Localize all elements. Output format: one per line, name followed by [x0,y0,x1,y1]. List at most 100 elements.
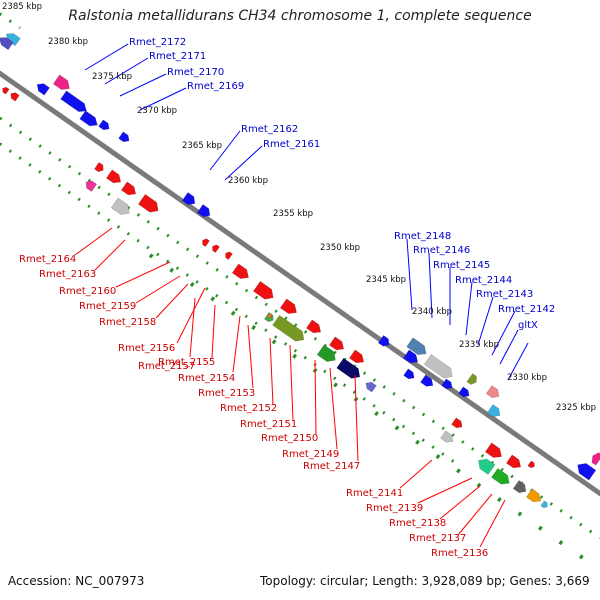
sequence-details: Topology: circular; Length: 3,928,089 bp… [260,574,590,588]
gene-feature [440,430,454,443]
gene-feature [316,344,336,362]
gene-feature [272,314,305,342]
gene-feature [2,86,10,95]
callout-line [465,281,473,336]
gene-feature [266,312,272,319]
callout-line [417,477,473,504]
callout-line [135,275,181,304]
gene-callout-lines [74,43,529,548]
gene-feature [527,460,535,469]
gene-feature [94,162,104,173]
callout-line [507,342,529,381]
tick-mark-line [148,253,592,565]
callout-line [314,359,317,435]
kbp-label: 2345 kbp [366,275,406,285]
gene-feature [98,119,110,131]
gene-feature [403,368,415,380]
gene-label: Rmet_2145 [433,260,490,271]
gene-label: Rmet_2157 [138,361,195,372]
gene-feature [121,181,137,196]
gene-feature [441,378,453,390]
kbp-label: 2325 kbp [556,403,596,413]
gene-feature [181,192,196,206]
gene-feature [451,417,463,429]
kbp-label: 2370 kbp [137,106,177,116]
gene-label: Rmet_2153 [198,388,255,399]
callout-line [439,485,481,520]
callout-line [84,43,129,71]
callout-line [224,145,263,181]
gene-label: Rmet_2149 [282,449,339,460]
gene-feature [349,349,365,364]
callout-line [269,337,274,406]
gene-feature [458,386,470,398]
gene-label: Rmet_2144 [455,275,512,286]
gene-label: Rmet_2148 [394,231,451,242]
callout-line [155,283,189,319]
callout-line [94,239,126,271]
gene-feature [5,33,21,47]
gene-feature [60,90,87,112]
callout-line [457,493,493,536]
gene-feature [512,480,527,494]
gene-feature [485,385,500,399]
gene-feature [577,463,597,481]
gene-feature [526,488,542,503]
gene-label: Rmet_2156 [118,343,175,354]
chromosome-backbone [0,70,600,497]
callout-line [209,130,241,171]
kbp-label: 2350 kbp [320,243,360,253]
callout-line [115,261,171,288]
kbp-label: 2380 kbp [48,37,88,47]
callout-line [491,310,516,356]
callout-line [211,304,216,359]
gene-label: Rmet_2158 [99,317,156,328]
callout-line [189,297,196,358]
gene-label: Rmet_2161 [263,139,320,150]
gene-feature [491,467,510,485]
gene-feature [118,131,130,143]
gene-label: Rmet_2143 [476,289,533,300]
gene-feature [486,404,501,418]
kbp-label: 2385 kbp [2,2,42,12]
gene-feature [138,194,159,213]
gene-label: Rmet_2136 [431,548,488,559]
callout-line [139,87,187,111]
gene-label: Rmet_2169 [187,81,244,92]
callout-line [477,296,494,346]
gene-feature [478,458,496,475]
kbp-label: 2335 kbp [459,340,499,350]
gene-label: Rmet_2139 [366,503,423,514]
callout-line [399,459,433,489]
gene-feature [365,381,377,393]
gene-feature [231,263,249,279]
gene-feature [329,336,345,351]
gene-label: Rmet_2154 [178,373,235,384]
gene-feature [10,92,20,102]
gene-label: Rmet_2172 [129,37,186,48]
callout-line [354,374,359,462]
gene-features [0,33,600,509]
gene-feature [279,298,297,314]
gene-feature [466,373,477,385]
gene-feature [306,319,322,334]
kbp-label: 2340 kbp [412,307,452,317]
callout-line [119,73,167,97]
gene-feature [225,251,233,260]
gene-label: Rmet_2147 [303,461,360,472]
callout-line [428,252,433,319]
gene-label: Rmet_2162 [241,124,298,135]
dotted-track-line [0,142,456,464]
gene-feature [336,357,361,379]
gene-label: Rmet_2171 [149,51,206,62]
gene-feature [540,500,548,509]
gene-feature [202,238,210,247]
gene-feature [420,374,434,387]
callout-line [247,324,254,389]
gene-feature [36,83,50,96]
kbp-label: 2375 kbp [92,72,132,82]
gene-feature [0,37,14,51]
gene-feature [106,169,122,184]
